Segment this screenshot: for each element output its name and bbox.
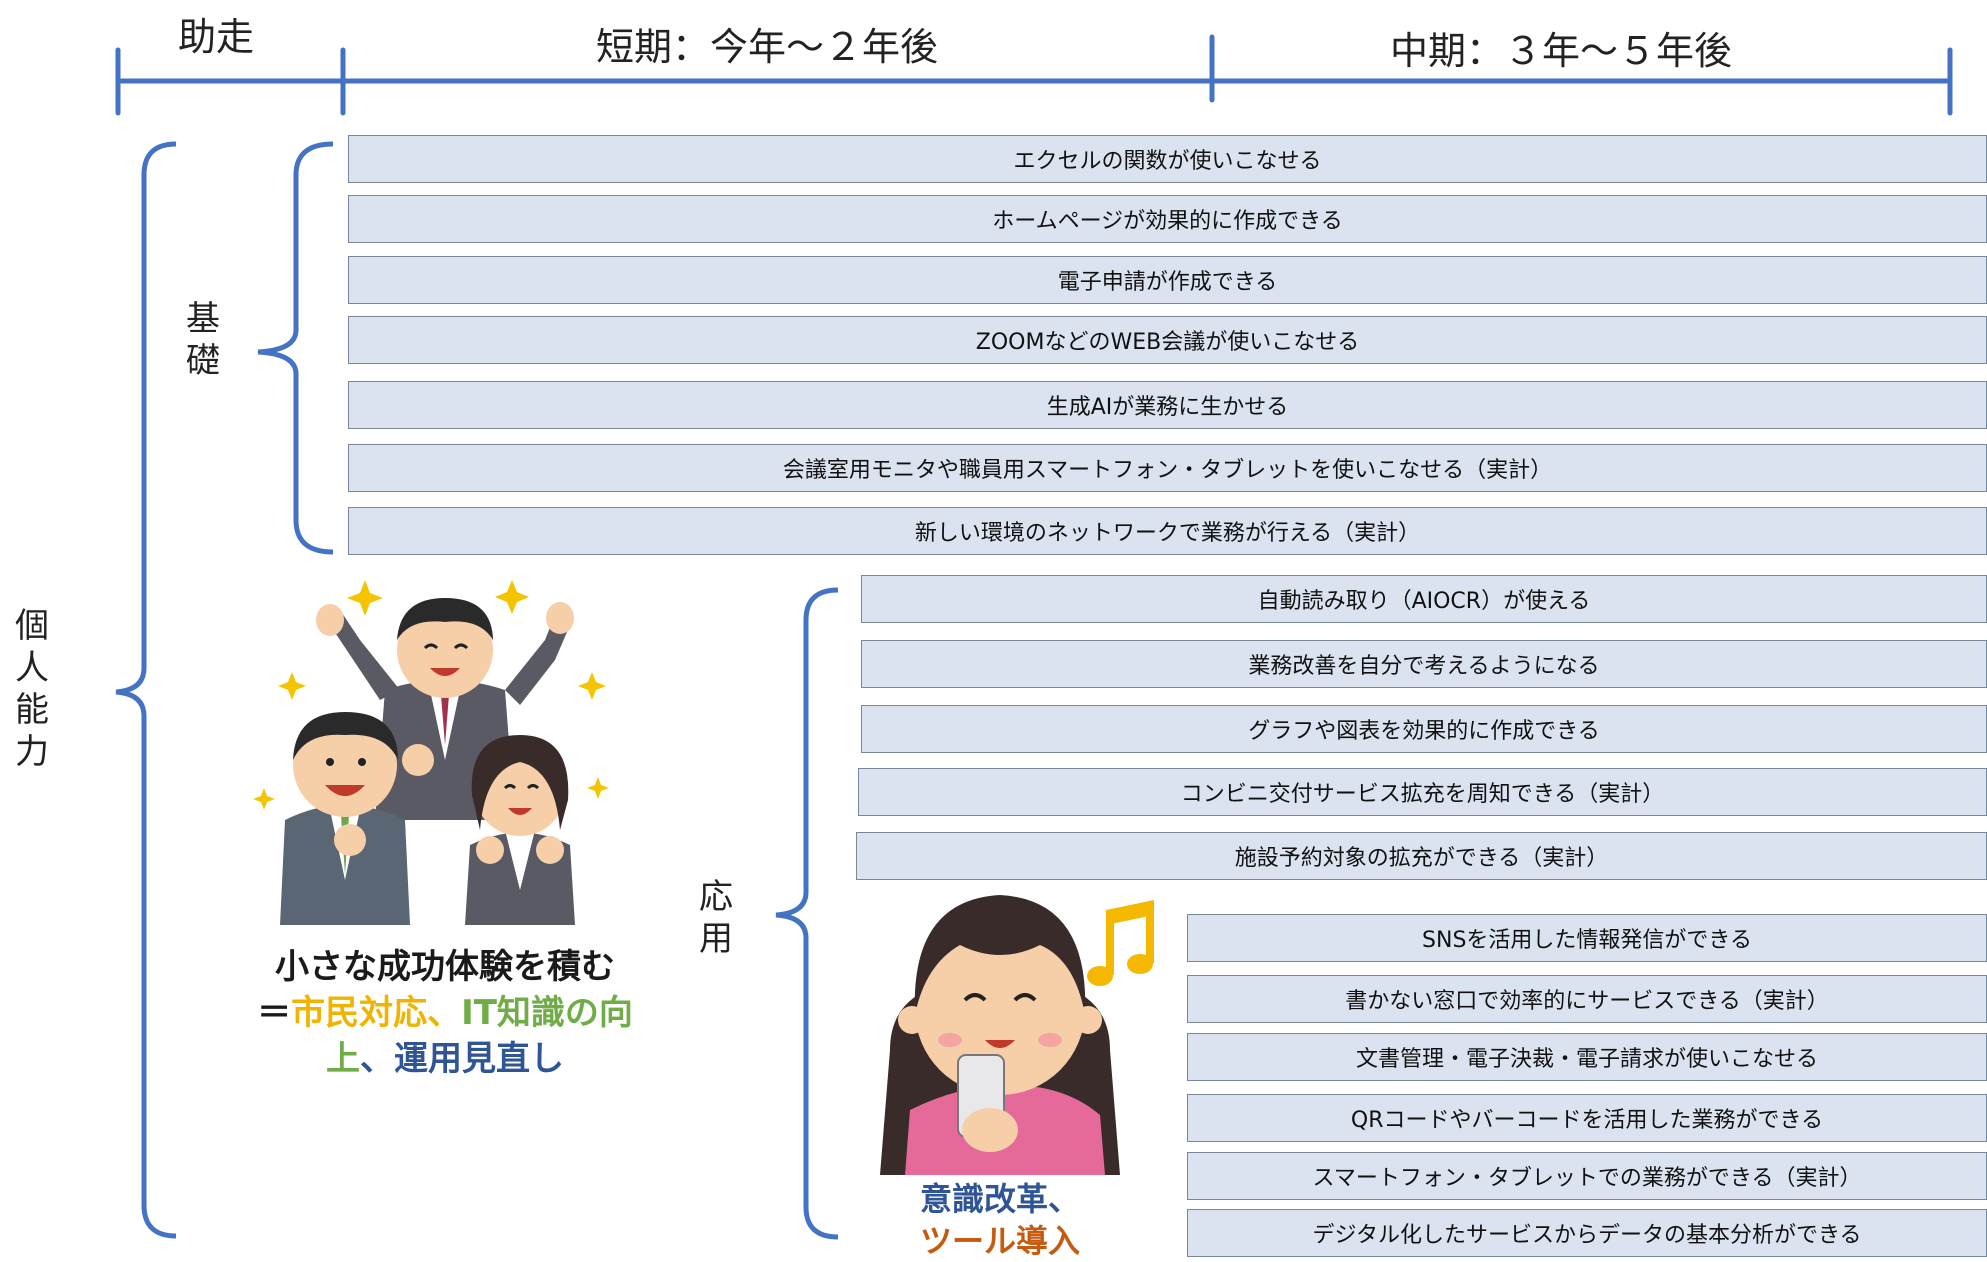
applied-item: 自動読み取り（AIOCR）が使える	[861, 575, 1987, 623]
reform-callout: 意識改革、 ツール導入	[880, 1178, 1120, 1262]
success-callout-title: 小さな成功体験を積む	[275, 947, 615, 987]
applied-item: グラフや図表を効果的に作成できる	[861, 705, 1987, 753]
applied-item: デジタル化したサービスからデータの基本分析ができる	[1187, 1209, 1987, 1257]
woman-smartphone-illustration	[880, 895, 1154, 1175]
individual-bracket	[115, 141, 177, 1239]
basic-item: 新しい環境のネットワークで業務が行える（実計）	[348, 507, 1987, 555]
sparkle-icons	[253, 580, 609, 810]
success-callout: 小さな成功体験を積む ＝市民対応、IT知識の向 上、運用見直し	[250, 944, 640, 1082]
celebrating-workers-illustration	[253, 580, 609, 925]
applied-bracket	[775, 587, 839, 1240]
phase-short-term: 短期：今年～２年後	[596, 25, 939, 69]
reform-callout-line1: 意識改革、	[919, 1180, 1080, 1218]
applied-item: スマートフォン・タブレットでの業務ができる（実計）	[1187, 1152, 1987, 1200]
basic-item: 会議室用モニタや職員用スマートフォン・タブレットを使いこなせる（実計）	[348, 444, 1987, 492]
applied-item: 施設予約対象の拡充ができる（実計）	[856, 832, 1987, 880]
applied-label: 応用	[699, 877, 733, 959]
basic-item: 電子申請が作成できる	[348, 256, 1987, 304]
applied-item: コンビニ交付サービス拡充を周知できる（実計）	[858, 768, 1987, 816]
applied-item: 書かない窓口で効率的にサービスできる（実計）	[1187, 975, 1987, 1023]
success-callout-line2: ＝市民対応、IT知識の向	[257, 993, 633, 1033]
basic-item: 生成AIが業務に生かせる	[348, 381, 1987, 429]
applied-item: 文書管理・電子決裁・電子請求が使いこなせる	[1187, 1033, 1987, 1081]
phase-mid-term: 中期：３年～５年後	[1390, 29, 1733, 73]
basic-item: ホームページが効果的に作成できる	[348, 195, 1987, 243]
applied-item: 業務改善を自分で考えるようになる	[861, 640, 1987, 688]
applied-item: QRコードやバーコードを活用した業務ができる	[1187, 1094, 1987, 1142]
applied-item: SNSを活用した情報発信ができる	[1187, 914, 1987, 962]
basic-bracket	[257, 141, 334, 555]
basic-label: 基礎	[186, 299, 220, 381]
phase-runup: 助走	[178, 15, 255, 59]
individual-ability-label: 個人能力	[15, 606, 49, 772]
basic-item: エクセルの関数が使いこなせる	[348, 135, 1987, 183]
basic-item: ZOOMなどのWEB会議が使いこなせる	[348, 316, 1987, 364]
timeline-axis	[115, 34, 1953, 116]
reform-callout-line2: ツール導入	[919, 1222, 1080, 1260]
success-callout-line3: 上、運用見直し	[326, 1039, 564, 1079]
